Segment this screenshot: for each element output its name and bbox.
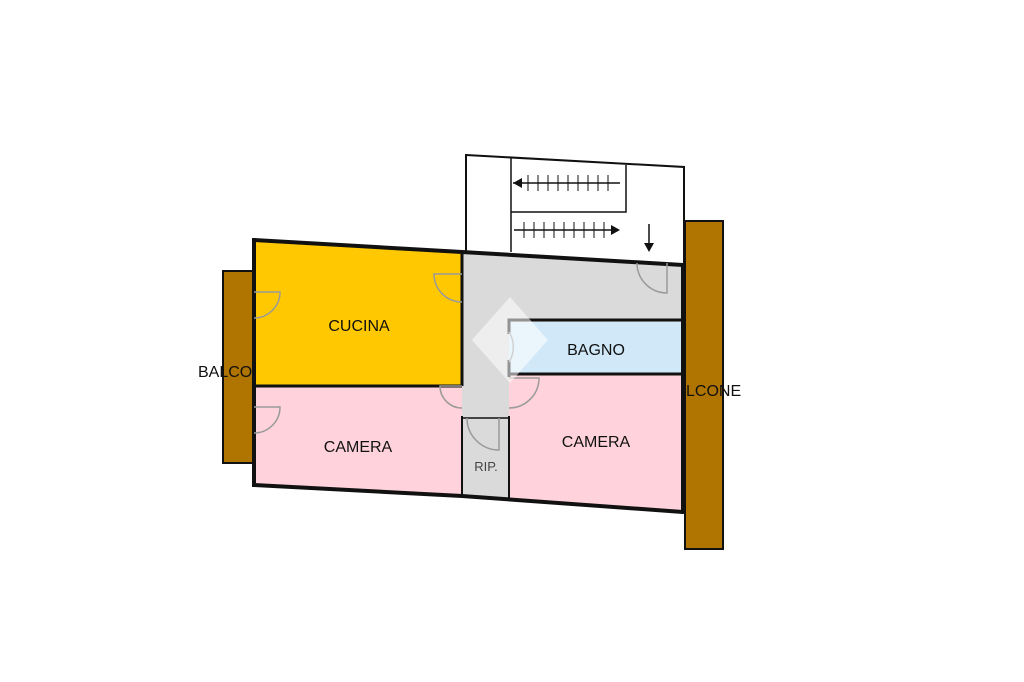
bedroom-left-label: CAMERA — [324, 439, 393, 456]
balcony-left — [222, 270, 254, 464]
door-arc-icon — [433, 273, 463, 303]
door-arc-icon — [466, 417, 500, 451]
stair-arrow-left-icon — [513, 175, 620, 191]
door-arc-icon — [508, 377, 540, 409]
door-arc-icon — [253, 291, 281, 319]
room-bedroom-right — [509, 374, 683, 512]
room-bedroom-left — [254, 386, 462, 496]
bedroom-right-label: CAMERA — [562, 434, 631, 451]
balcony-right — [684, 220, 724, 550]
walls — [252, 238, 685, 514]
door-arc-icon — [636, 262, 668, 294]
room-kitchen — [254, 240, 462, 386]
balcony-right-label: LCONE — [686, 383, 741, 400]
stairwell — [465, 153, 685, 267]
stair-arrow-down-icon — [644, 224, 654, 252]
storage-label: RIP. — [474, 459, 498, 474]
stair-arrow-right-icon — [514, 222, 620, 238]
kitchen-label: CUCINA — [328, 318, 390, 335]
balcony-left-label: BALCO — [198, 364, 252, 381]
room-bathroom — [509, 322, 683, 374]
bathroom-label: BAGNO — [567, 342, 625, 359]
door-arc-icon — [439, 385, 463, 409]
door-arc-icon — [253, 406, 281, 434]
watermark-icon — [472, 297, 548, 383]
